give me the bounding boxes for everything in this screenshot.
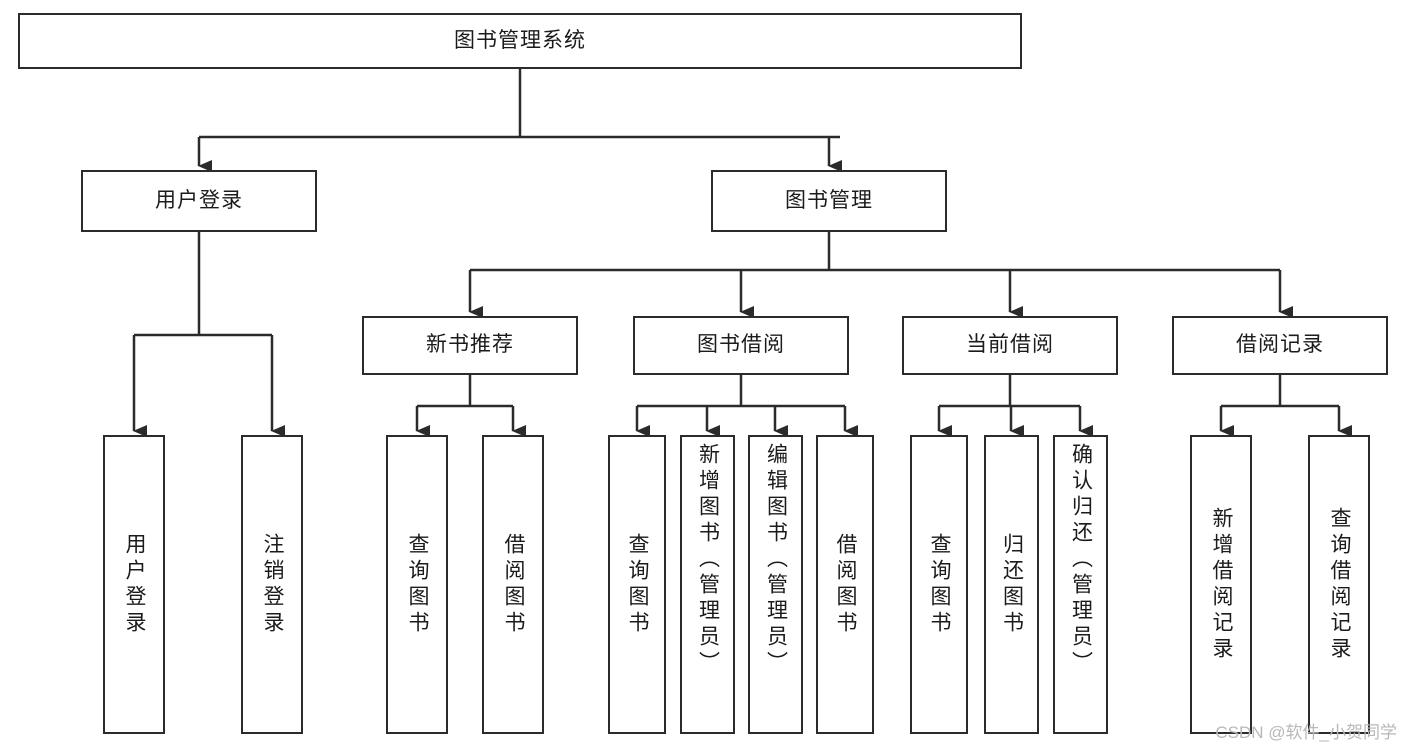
user-login-to-leaves-connectors (132, 232, 285, 437)
node-leaf-borrow-book-rec-label: 借阅图书 (502, 532, 526, 637)
node-book-manage-label: 图书管理 (785, 188, 873, 212)
node-leaf-return-book-label: 归还图书 (1000, 532, 1024, 637)
node-root-label: 图书管理系统 (454, 28, 586, 52)
node-leaf-query-book-cur-label: 查询图书 (928, 532, 952, 637)
book-manage-to-level3-connectors (468, 232, 1293, 318)
node-current-borrow[interactable]: 当前借阅 (902, 316, 1118, 375)
node-leaf-query-record[interactable]: 查询借阅记录 (1308, 435, 1370, 734)
node-user-login[interactable]: 用户登录 (81, 170, 317, 232)
node-borrow-record[interactable]: 借阅记录 (1172, 316, 1388, 375)
node-book-borrow-label: 图书借阅 (697, 333, 785, 357)
node-root[interactable]: 图书管理系统 (18, 13, 1022, 69)
node-book-manage[interactable]: 图书管理 (711, 170, 947, 232)
node-book-borrow[interactable]: 图书借阅 (633, 316, 849, 375)
node-leaf-logout-label: 注销登录 (261, 532, 285, 637)
node-leaf-user-login[interactable]: 用户登录 (103, 435, 165, 734)
borrow-record-to-leaves-connectors (1219, 375, 1352, 437)
node-leaf-user-login-label: 用户登录 (123, 532, 147, 637)
book-borrow-to-leaves-connectors (635, 375, 858, 437)
node-leaf-query-record-label: 查询借阅记录 (1328, 506, 1352, 663)
node-borrow-record-label: 借阅记录 (1236, 333, 1324, 357)
node-leaf-edit-book[interactable]: 编辑图书（管理员） (748, 435, 803, 734)
node-leaf-edit-book-label: 编辑图书（管理员） (764, 443, 788, 677)
node-leaf-confirm-return-label: 确认归还（管理员） (1069, 443, 1093, 677)
node-leaf-borrow-book-rec[interactable]: 借阅图书 (482, 435, 544, 734)
node-new-book-rec-label: 新书推荐 (426, 333, 514, 357)
new-book-rec-to-leaves-connectors (415, 375, 526, 437)
node-leaf-query-book-borrow[interactable]: 查询图书 (608, 435, 666, 734)
node-leaf-add-record[interactable]: 新增借阅记录 (1190, 435, 1252, 734)
node-leaf-add-record-label: 新增借阅记录 (1210, 506, 1234, 663)
node-leaf-query-book-rec-label: 查询图书 (406, 532, 430, 637)
node-new-book-rec[interactable]: 新书推荐 (362, 316, 578, 375)
node-leaf-return-book[interactable]: 归还图书 (984, 435, 1039, 734)
node-leaf-confirm-return[interactable]: 确认归还（管理员） (1053, 435, 1108, 734)
node-leaf-add-book[interactable]: 新增图书（管理员） (680, 435, 735, 734)
node-leaf-query-book-rec[interactable]: 查询图书 (386, 435, 448, 734)
current-borrow-to-leaves-connectors (937, 375, 1093, 437)
node-leaf-borrow-book[interactable]: 借阅图书 (816, 435, 874, 734)
csdn-watermark: CSDN @软件_小贺同学 (1215, 723, 1397, 742)
node-leaf-query-book-cur[interactable]: 查询图书 (910, 435, 968, 734)
node-leaf-borrow-book-label: 借阅图书 (834, 532, 858, 637)
node-leaf-add-book-label: 新增图书（管理员） (696, 443, 720, 677)
node-current-borrow-label: 当前借阅 (966, 333, 1054, 357)
node-leaf-logout[interactable]: 注销登录 (241, 435, 303, 734)
root-to-level2-connectors (197, 69, 842, 172)
node-leaf-query-book-borrow-label: 查询图书 (626, 532, 650, 637)
node-user-login-label: 用户登录 (155, 188, 243, 212)
